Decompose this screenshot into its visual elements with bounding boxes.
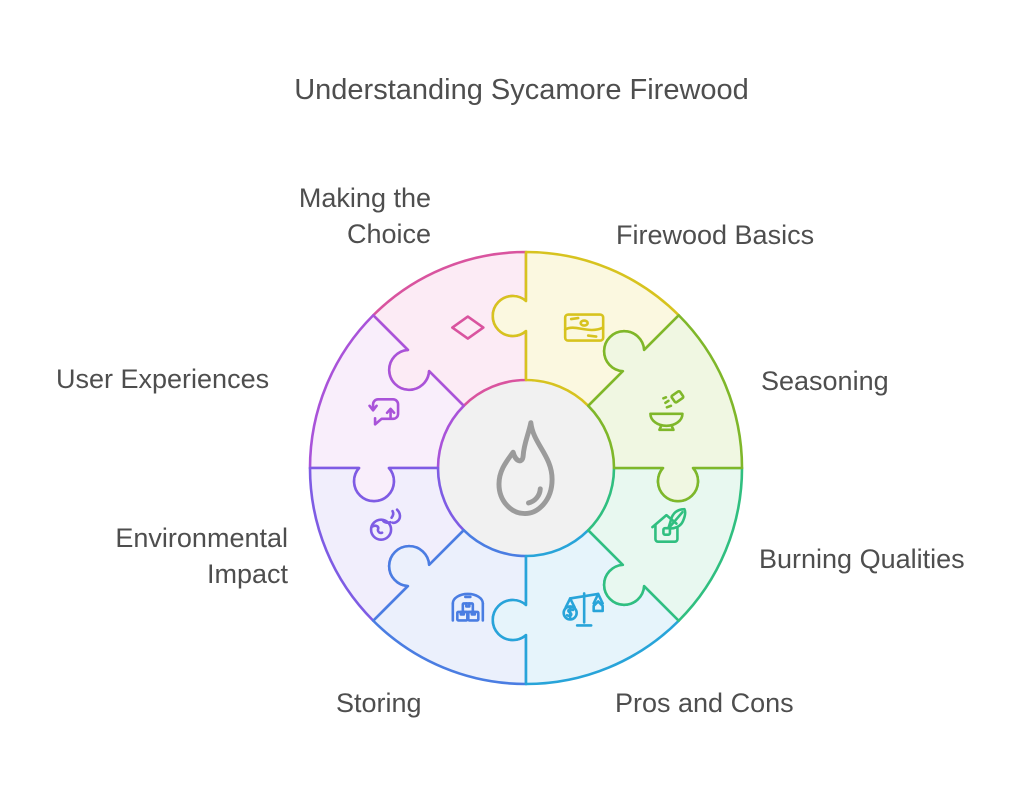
segment-label-pros-and-cons: Pros and Cons <box>615 688 794 718</box>
segment-seasoning <box>586 313 744 503</box>
segment-label-firewood-basics: Firewood Basics <box>616 220 815 250</box>
scale-dollar-icon <box>562 592 604 627</box>
seasoning-bowl-icon <box>649 389 685 432</box>
chat-sync-icon <box>368 398 400 426</box>
diamond-icon <box>451 315 485 340</box>
globe-flame-icon <box>369 508 402 541</box>
flame-icon <box>496 420 555 517</box>
segment-label-environmental-impact: Environmental Impact <box>115 523 288 589</box>
segment-label-user-experiences: User Experiences <box>56 364 270 394</box>
storage-shed-icon <box>451 592 485 622</box>
segment-label-storing: Storing <box>336 688 422 718</box>
segment-label-making-the-choice: Making the Choice <box>298 183 431 249</box>
wheel-center <box>438 380 614 556</box>
burning-house-icon <box>651 507 687 543</box>
segment-label-burning-qualities: Burning Qualities <box>759 544 965 574</box>
page-title: Understanding Sycamore Firewood <box>294 74 749 106</box>
segment-label-seasoning: Seasoning <box>761 366 889 396</box>
wood-log-icon <box>563 313 605 342</box>
